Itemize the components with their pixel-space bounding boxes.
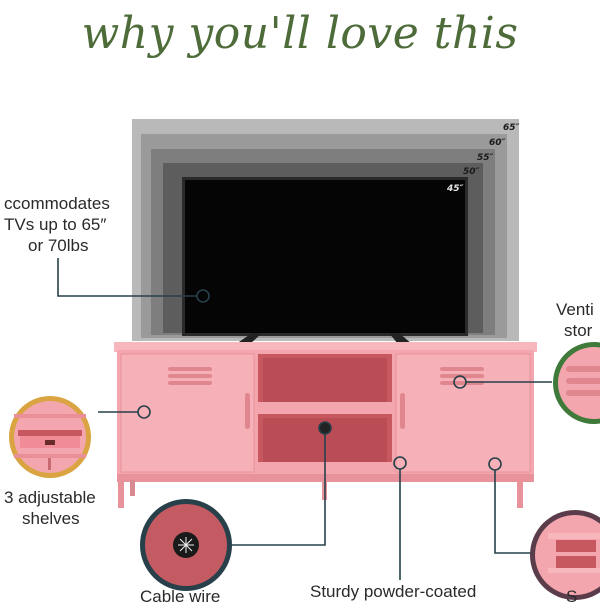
callout-tv-capacity: ccommodates TVs up to 65″ or 70lbs	[4, 193, 110, 256]
marker-tv	[196, 289, 210, 303]
left-door-handle	[245, 393, 250, 429]
size-label-60: 60″	[489, 138, 506, 148]
marker-cable	[318, 421, 332, 435]
callout-tv-capacity-line1: ccommodates	[4, 194, 110, 213]
callout-shelves-line1: 3 adjustable	[4, 488, 96, 507]
center-back-upper	[263, 358, 387, 402]
leader-tv	[57, 258, 197, 297]
right-door-handle	[400, 393, 405, 429]
callout-storage: S	[566, 587, 578, 606]
detail-circle-ventilation	[553, 342, 600, 424]
headline: why you'll love this	[81, 8, 519, 59]
detail-circle-storage	[530, 510, 600, 600]
television: 45″	[182, 177, 468, 344]
leg-front-right	[517, 480, 523, 508]
marker-finish	[393, 456, 407, 470]
left-vent-icon	[168, 367, 212, 385]
marker-vent	[453, 375, 467, 389]
size-label-45: 45″	[446, 184, 464, 194]
tv-foot-left	[236, 333, 262, 344]
size-label-55: 55″	[477, 153, 494, 163]
detail-circle-shelves	[9, 396, 91, 478]
detail-circle-cable	[140, 499, 232, 591]
center-shelf	[258, 402, 392, 414]
size-label-65: 65″	[503, 123, 520, 133]
left-door	[120, 353, 255, 473]
callout-leaders	[57, 258, 552, 580]
tv-foot-right	[389, 333, 412, 344]
leader-cable	[232, 434, 326, 546]
callout-ventilated: Venti stor	[556, 299, 594, 341]
marker-shelf	[137, 405, 151, 419]
cabinet-top	[114, 342, 537, 352]
leg-back-left	[130, 480, 135, 496]
callout-ventilated-line1: Venti	[556, 300, 594, 319]
callout-tv-capacity-line2: TVs up to 65″	[4, 215, 107, 234]
size-label-50: 50″	[463, 167, 480, 177]
callout-cable: Cable wire	[140, 587, 221, 606]
callout-finish: Sturdy powder-coated	[310, 582, 477, 601]
callout-tv-capacity-line3: or 70lbs	[28, 236, 89, 255]
marker-storage	[488, 457, 502, 471]
leg-front-left	[118, 480, 124, 508]
leader-storage	[494, 470, 532, 554]
right-door	[395, 353, 531, 473]
callout-shelves-line2: shelves	[22, 509, 80, 528]
tv-screen	[185, 180, 465, 333]
callout-shelves: 3 adjustable shelves	[4, 487, 96, 529]
callout-ventilated-line2: stor	[564, 321, 593, 340]
